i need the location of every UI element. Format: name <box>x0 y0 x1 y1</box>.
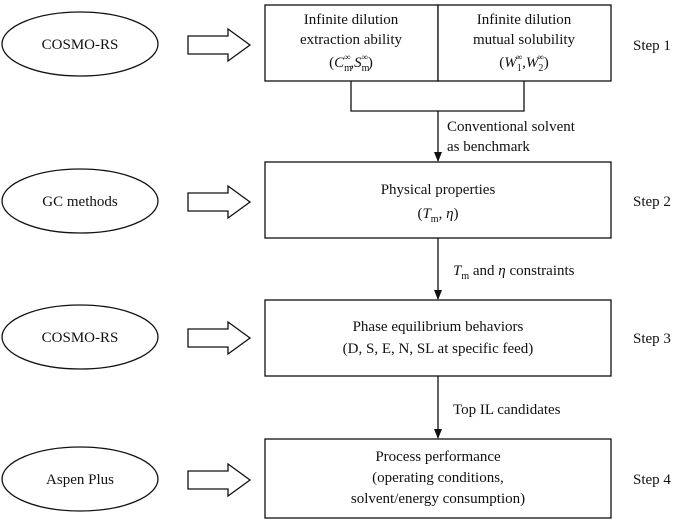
box-step4-line3: solvent/energy consumption) <box>351 491 525 507</box>
block-arrow-step3 <box>187 320 252 356</box>
step-label-2: Step 2 <box>633 194 671 210</box>
box-step1-right-line1: Infinite dilution <box>477 12 572 28</box>
tool-ellipse-step4: Aspen Plus <box>1 446 159 512</box>
box-step3-line1: Phase equilibrium behaviors <box>353 319 524 335</box>
tool-ellipse-step3: COSMO-RS <box>1 304 159 370</box>
step1-bracket <box>350 81 525 112</box>
tool-ellipse-step1: COSMO-RS <box>1 11 159 77</box>
block-arrow-step4 <box>187 462 252 498</box>
box-step4-process-performance: Process performance (operating condition… <box>264 438 612 519</box>
tool-label-step3: COSMO-RS <box>42 330 119 346</box>
box-step1-right-line2: mutual solubility <box>473 32 576 48</box>
box-step2-symbols: (Tm, η) <box>417 206 458 225</box>
block-arrow-step1 <box>187 27 252 63</box>
box-step4-line1: Process performance <box>375 449 501 465</box>
box-step1-right-symbols: (W1∞,W2∞) <box>499 52 549 74</box>
box-step1-left-symbols: (Cm∞,Sm∞) <box>329 52 373 74</box>
box-step3-line2: (D, S, E, N, SL at specific feed) <box>343 341 534 357</box>
step-label-3: Step 3 <box>633 331 671 347</box>
transition3-label: Top IL candidates <box>453 402 561 418</box>
tool-label-step1: COSMO-RS <box>42 37 119 53</box>
tool-label-step4: Aspen Plus <box>46 472 114 488</box>
box-step4-line2: (operating conditions, <box>372 470 504 486</box>
transition1-line2: as benchmark <box>447 139 530 155</box>
box-step2-line1: Physical properties <box>381 182 496 198</box>
tool-label-step2: GC methods <box>42 194 118 210</box>
step-label-1: Step 1 <box>633 38 671 54</box>
box-step1-mutual-solubility: Infinite dilution mutual solubility (W1∞… <box>437 4 612 82</box>
transition1-line1: Conventional solvent <box>447 119 576 135</box>
transition2-label: Tm and η constraints <box>453 263 575 282</box>
step-label-4: Step 4 <box>633 472 671 488</box>
box-step1-left-line1: Infinite dilution <box>304 12 399 28</box>
block-arrow-step2 <box>187 184 252 220</box>
box-step2-physical-properties: Physical properties (Tm, η) <box>264 161 612 239</box>
box-step1-extraction-ability: Infinite dilution extraction ability (Cm… <box>264 4 439 82</box>
box-step1-left-line2: extraction ability <box>300 32 403 48</box>
tool-ellipse-step2: GC methods <box>1 168 159 234</box>
box-step3-phase-equilibrium: Phase equilibrium behaviors (D, S, E, N,… <box>264 299 612 377</box>
